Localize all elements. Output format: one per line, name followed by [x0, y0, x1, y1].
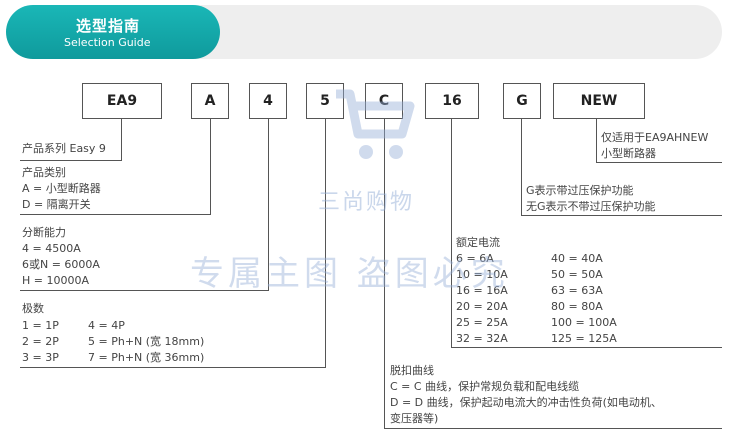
current-item: 40 = 40A [551, 252, 603, 265]
current-item: 10 = 10A [456, 268, 508, 281]
curve-item: D = D 曲线，保护起动电流大的冲击性负荷(如电动机、 [390, 396, 662, 409]
curve-title: 脱扣曲线 [390, 364, 434, 377]
connector-g-h [521, 215, 722, 216]
capacity-title: 分断能力 [22, 226, 66, 239]
watermark-notice: 专属主图 盗图必究 [190, 254, 509, 294]
poles-item: 5 = Ph+N (宽 18mm) [88, 335, 205, 348]
code-box-current: 16 [425, 83, 479, 119]
title-zh: 选型指南 [76, 17, 141, 35]
code-box-poles: 5 [306, 83, 344, 119]
connector-capacity-v [268, 119, 269, 290]
poles-item: 2 = 2P [22, 335, 59, 348]
connector-capacity-h [20, 290, 269, 291]
capacity-item: 4 = 4500A [22, 242, 81, 255]
connector-current-v [451, 119, 452, 347]
current-item: 80 = 80A [551, 300, 603, 313]
watermark-brand: 三尚购物 [318, 190, 415, 215]
connector-curve-h [384, 428, 722, 429]
current-item: 6 = 6A [456, 252, 494, 265]
current-item: 100 = 100A [551, 316, 617, 329]
category-item: A = 小型断路器 [22, 182, 101, 195]
connector-series-v [121, 119, 122, 160]
current-item: 16 = 16A [456, 284, 508, 297]
connector-poles-h [20, 367, 326, 368]
code-box-series: EA9 [82, 83, 162, 119]
curve-item: C = C 曲线，保护常规负载和配电线缆 [390, 380, 580, 393]
connector-current-h [451, 347, 722, 348]
title-en: Selection Guide [64, 36, 151, 49]
current-item: 32 = 32A [456, 332, 508, 345]
connector-new-v [596, 119, 597, 162]
code-box-g: G [503, 83, 541, 119]
poles-item: 4 = 4P [88, 319, 125, 332]
connector-curve-v [384, 119, 385, 428]
g-option-item: G表示带过压保护功能 [526, 184, 634, 197]
series-label: 产品系列 Easy 9 [22, 142, 106, 155]
new-option-item: 小型断路器 [601, 147, 656, 160]
g-option-item: 无G表示不带过压保护功能 [526, 200, 656, 213]
poles-item: 1 = 1P [22, 319, 59, 332]
current-item: 20 = 20A [456, 300, 508, 313]
connector-series-h [20, 160, 122, 161]
connector-category-v [210, 119, 211, 214]
new-option-item: 仅适用于EA9AHNEW [601, 131, 709, 144]
curve-item: 变压器等) [390, 412, 439, 425]
poles-item: 7 = Ph+N (宽 36mm) [88, 351, 205, 364]
category-item: D = 隔离开关 [22, 198, 91, 211]
cart-watermark-icon [336, 89, 415, 159]
code-box-capacity: 4 [249, 83, 287, 119]
connector-new-h [596, 162, 722, 163]
current-item: 50 = 50A [551, 268, 603, 281]
connector-g-v [521, 119, 522, 215]
poles-item: 3 = 3P [22, 351, 59, 364]
code-box-new: NEW [553, 83, 645, 119]
connector-category-h [20, 214, 211, 215]
category-title: 产品类别 [22, 166, 66, 179]
code-box-curve: C [365, 83, 403, 119]
section-title-pill: 选型指南 Selection Guide [6, 5, 220, 59]
current-title: 额定电流 [456, 236, 500, 249]
code-box-category: A [191, 83, 229, 119]
current-item: 63 = 63A [551, 284, 603, 297]
current-item: 125 = 125A [551, 332, 617, 345]
connector-poles-v [325, 119, 326, 367]
current-item: 25 = 25A [456, 316, 508, 329]
capacity-item: 6或N = 6000A [22, 258, 100, 271]
poles-title: 极数 [22, 302, 44, 315]
capacity-item: H = 10000A [22, 274, 89, 287]
